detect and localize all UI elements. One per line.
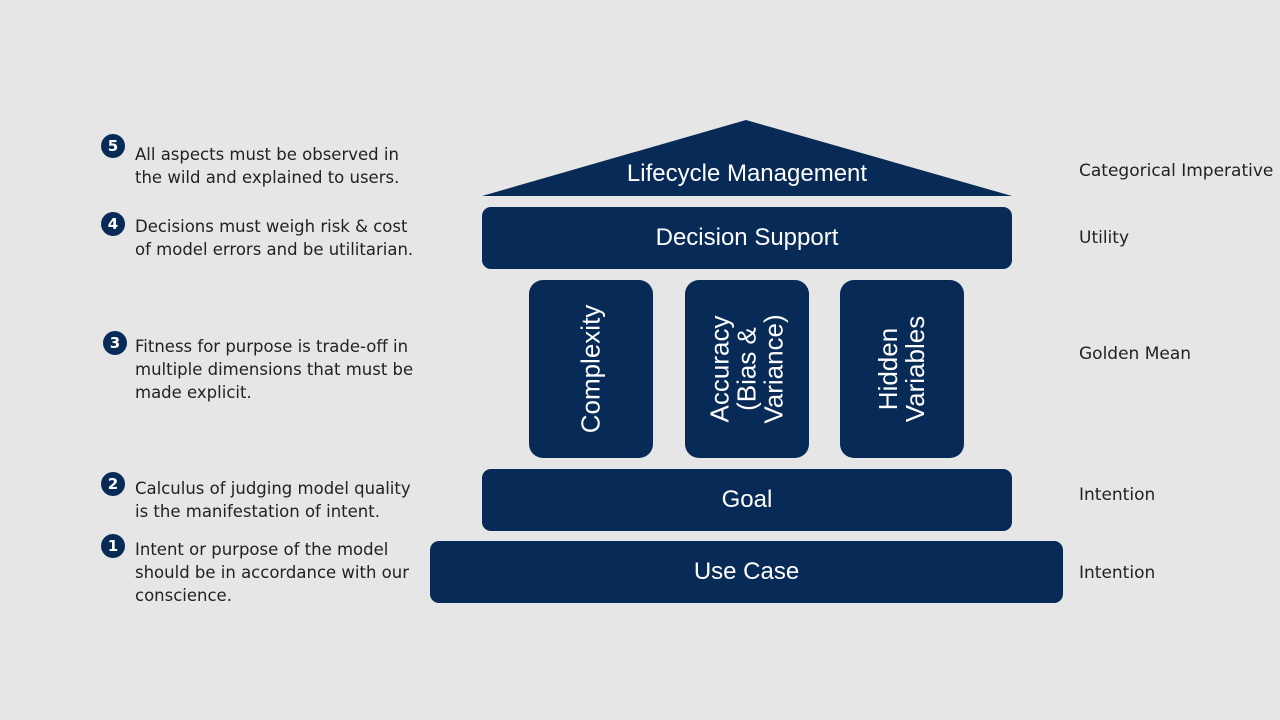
principle-golden-mean: Golden Mean [1079, 344, 1192, 364]
note-text-4: Decisions must weigh risk & cost of mode… [135, 217, 414, 259]
principle-categorical-imperative: Categorical Imperative [1079, 161, 1274, 181]
pillar-complexity: Complexity [529, 280, 653, 458]
goal-block: Goal [482, 469, 1012, 531]
note-badge-5: 5 [101, 134, 125, 158]
goal-label: Goal [721, 486, 773, 513]
pillar-accuracy: Accuracy (Bias & Variance) [685, 280, 809, 458]
note-badge-2: 2 [101, 472, 125, 496]
pillar-hidden-variables-label: Hidden Variables [873, 315, 930, 423]
use-case-label: Use Case [693, 558, 800, 585]
note-text-2: Calculus of judging model quality is the… [135, 479, 411, 521]
roof-label: Lifecycle Management [626, 160, 868, 187]
principle-intention-use-case: Intention [1079, 563, 1156, 583]
decision-support-block: Decision Support [482, 207, 1012, 269]
principle-intention-goal: Intention [1079, 485, 1156, 505]
note-badge-4: 4 [101, 212, 125, 236]
note-badge-1: 1 [101, 534, 125, 558]
decision-support-label: Decision Support [655, 224, 839, 251]
pillar-hidden-variables: Hidden Variables [840, 280, 964, 458]
pillar-complexity-label: Complexity [575, 304, 606, 434]
note-text-1: Intent or purpose of the model should be… [135, 540, 410, 605]
principle-utility: Utility [1079, 228, 1130, 248]
note-text-5: All aspects must be observed in the wild… [135, 145, 400, 187]
note-text-3: Fitness for purpose is trade-off in mult… [135, 337, 414, 402]
use-case-block: Use Case [430, 541, 1063, 603]
pillar-accuracy-label: Accuracy (Bias & Variance) [704, 314, 789, 424]
note-badge-3: 3 [103, 331, 127, 355]
